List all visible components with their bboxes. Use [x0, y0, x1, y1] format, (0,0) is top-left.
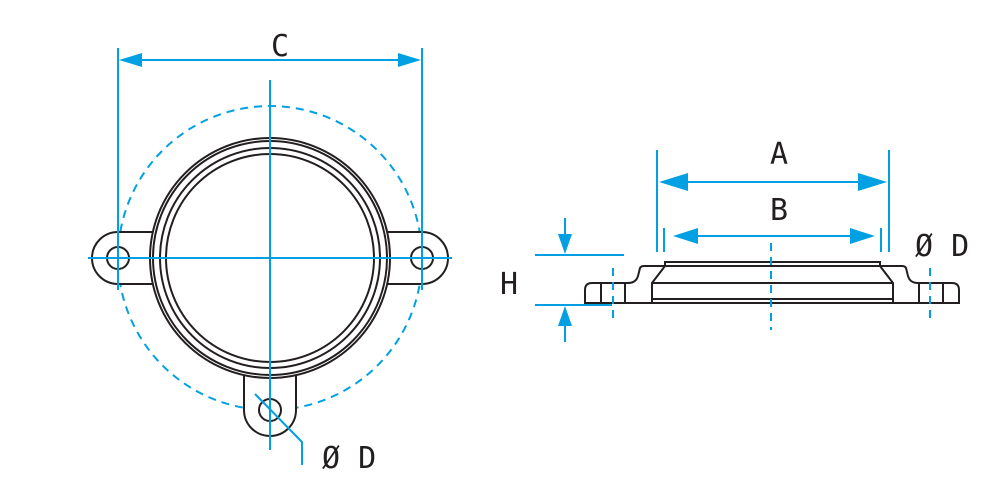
c-arrow-left [119, 53, 142, 67]
dim-h-label: H [500, 267, 518, 302]
hole-leader [254, 393, 303, 465]
side-view: A B H Ø D [500, 137, 969, 342]
base-plate [584, 265, 960, 304]
dim-a-label: A [770, 137, 788, 172]
body [651, 261, 894, 304]
c-arrow-right [398, 53, 421, 67]
h-arrow-top [558, 234, 572, 254]
h-arrow-bottom [558, 306, 572, 326]
b-arrow-left [673, 228, 698, 244]
dim-b-label: B [770, 193, 788, 228]
side-hole-label: Ø D [915, 229, 969, 264]
a-arrow-right [858, 173, 887, 191]
b-arrow-right [850, 228, 875, 244]
a-arrow-left [659, 173, 688, 191]
top-view: C Ø D [88, 29, 452, 476]
top-hole-label: Ø D [322, 441, 376, 476]
dim-c-label: C [271, 29, 289, 64]
